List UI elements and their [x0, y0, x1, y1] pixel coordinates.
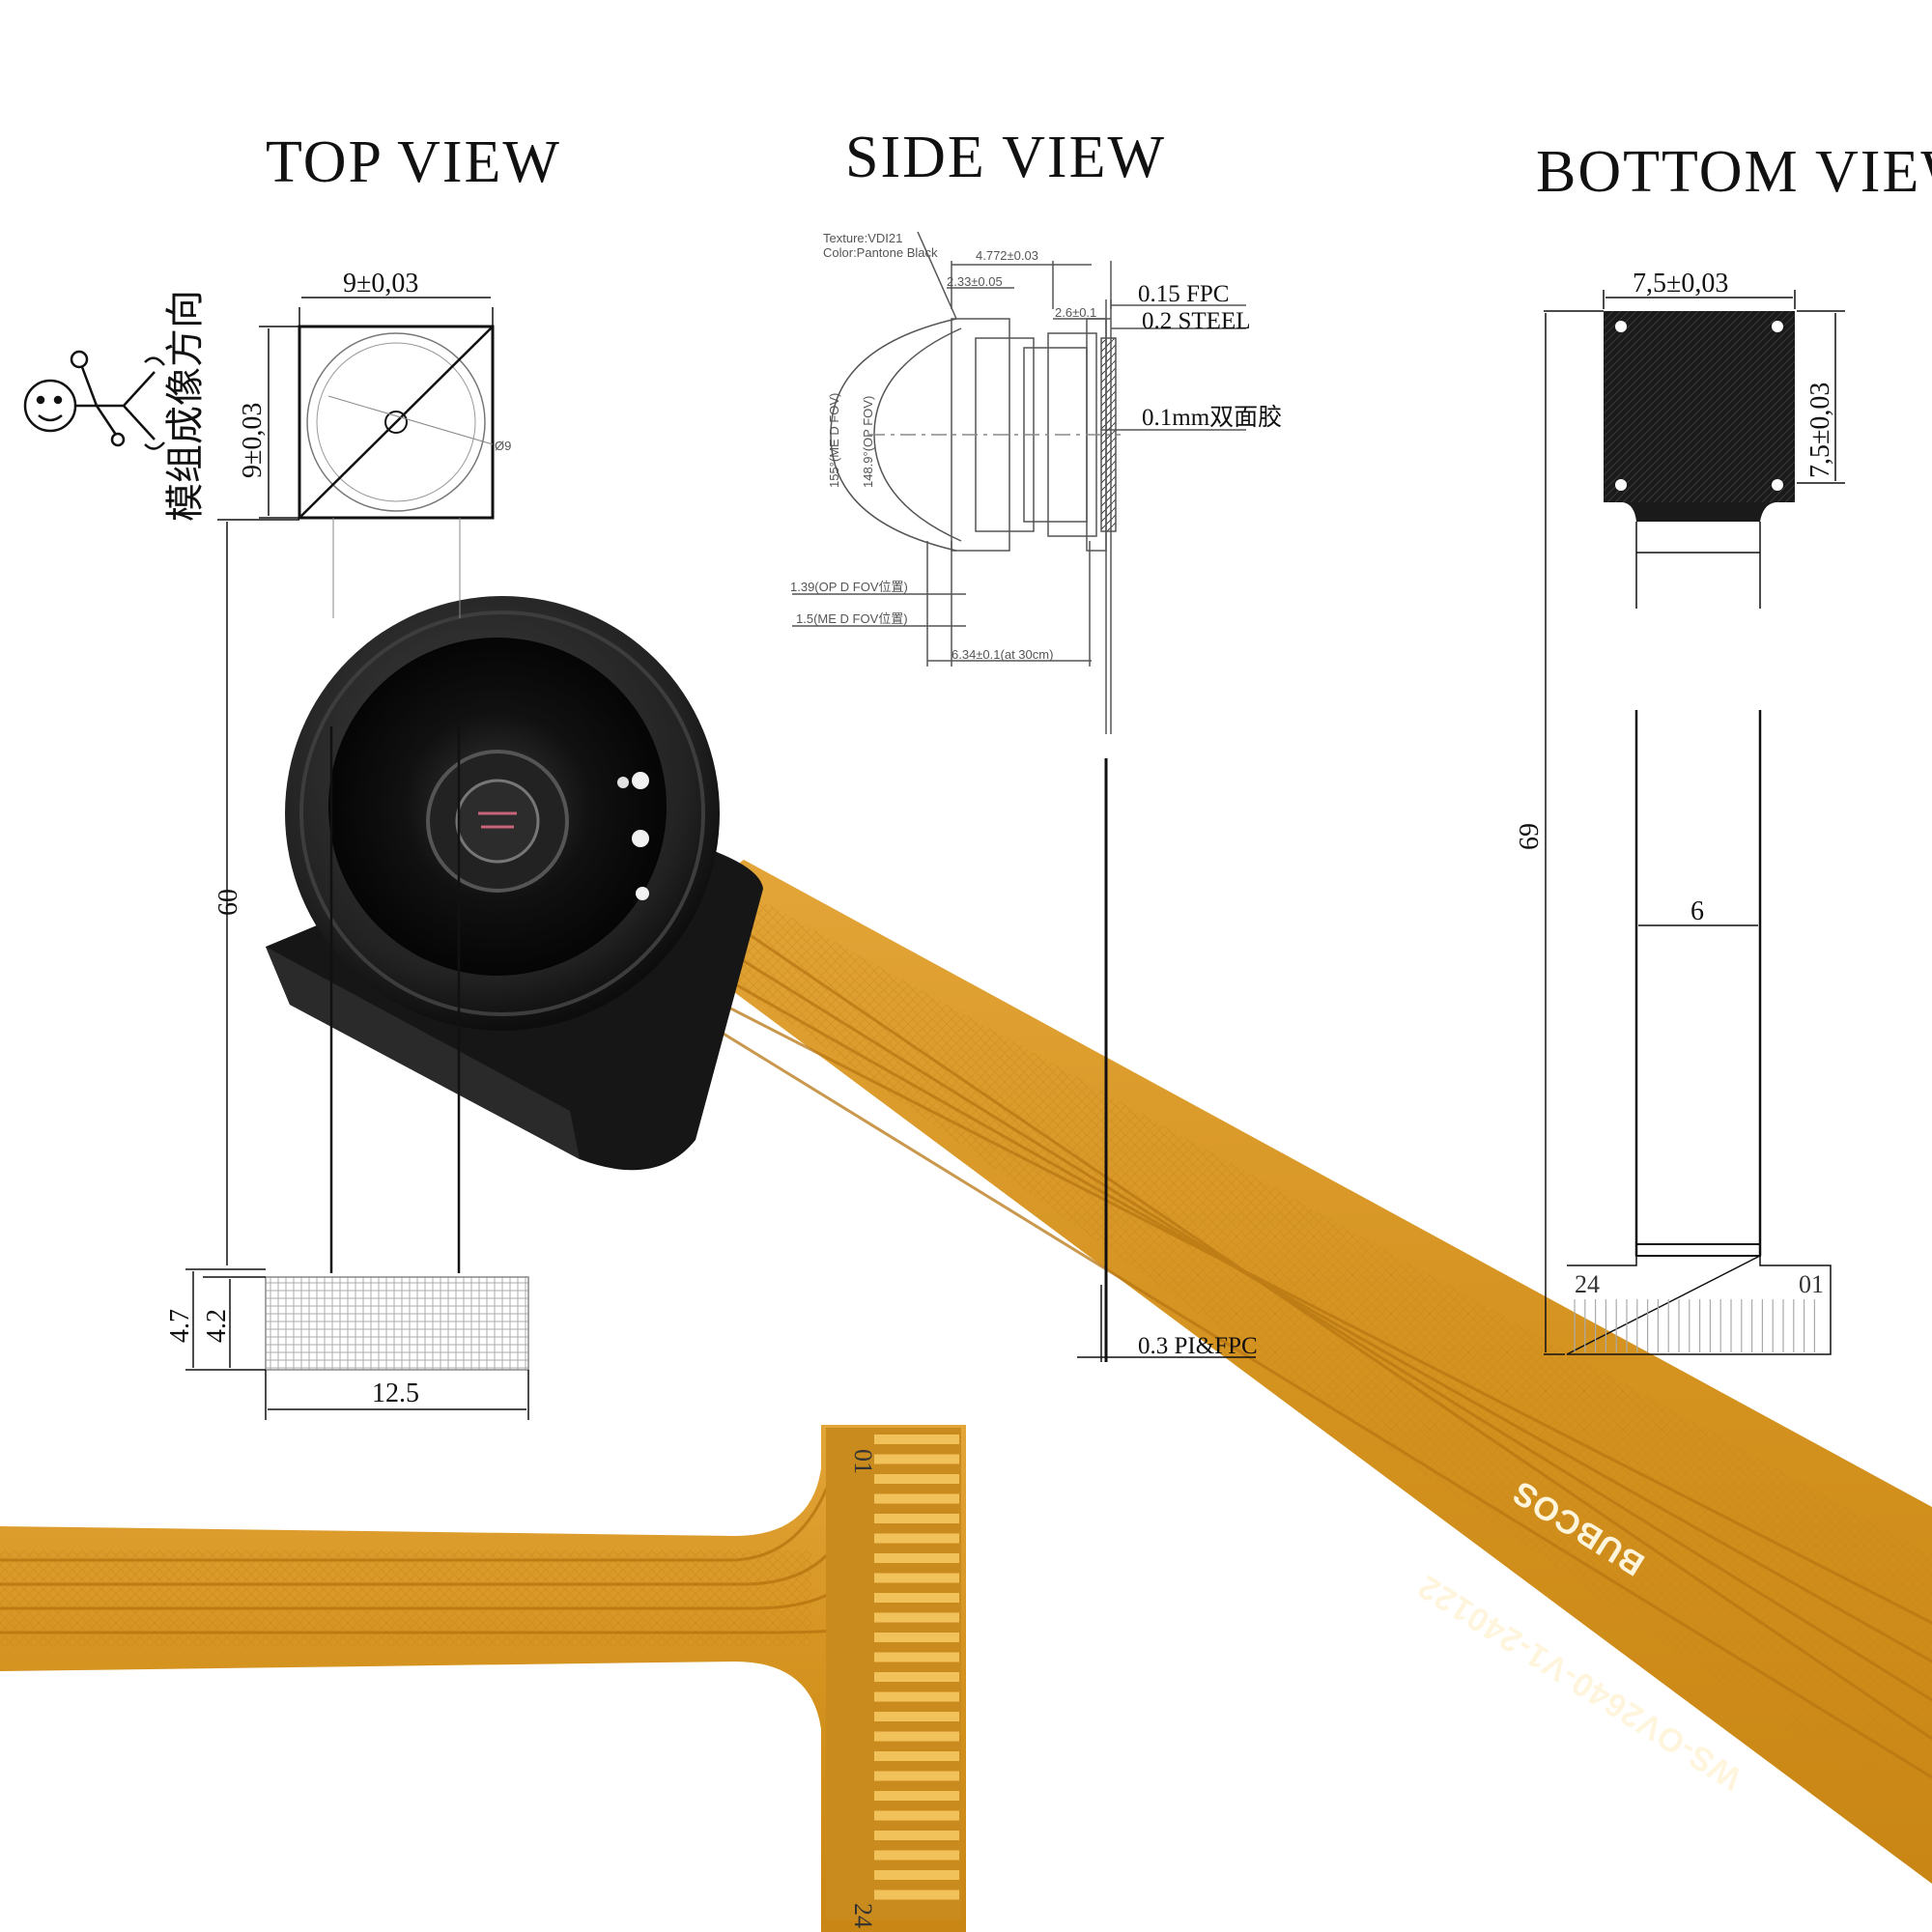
connector-pin: [874, 1533, 959, 1544]
top-length-dim: 60: [213, 889, 243, 916]
connector-pin: [874, 1612, 959, 1623]
top-view-title: TOP VIEW: [266, 129, 561, 195]
imaging-direction-label: 模组成像方向: [163, 290, 208, 522]
connector-h1-dim: 4.7: [165, 1309, 195, 1343]
connector-pin-01: 01: [849, 1449, 877, 1474]
bottom-view: BOTTOM VIEW: [1536, 139, 1932, 1355]
side-view: SIDE VIEW: [792, 125, 1256, 1362]
connector-pin: [874, 1771, 959, 1781]
connector-w-dim: 12.5: [372, 1378, 419, 1408]
connector-pin: [874, 1810, 959, 1821]
bottom-length-dim: 69: [1515, 823, 1545, 850]
connector-pin: [874, 1691, 959, 1702]
connector-pin: [874, 1791, 959, 1801]
connector-pin: [874, 1573, 959, 1583]
bottom-view-title: BOTTOM VIEW: [1536, 139, 1932, 205]
dim-15: 1.5(ME D FOV位置): [796, 611, 908, 626]
top-view: TOP VIEW: [185, 129, 561, 1420]
connector-pin: [874, 1672, 959, 1682]
pi-fpc-thickness: 0.3 PI&FPC: [1138, 1333, 1258, 1359]
photo-camera-module: [266, 596, 763, 1171]
steel-thickness: 0.2 STEEL: [1142, 308, 1251, 334]
connector-pin: [874, 1633, 959, 1642]
bottom-pin-01: 01: [1799, 1270, 1824, 1298]
flex-width-dim: 6: [1690, 896, 1704, 926]
color-note: Color:Pantone Black: [823, 245, 938, 260]
bottom-pin-24: 24: [1575, 1270, 1600, 1298]
connector-pin: [874, 1850, 959, 1861]
connector-pin: [874, 1553, 959, 1563]
dim-139: 1.39(OP D FOV位置): [790, 580, 908, 594]
connector-pin: [874, 1889, 959, 1900]
connector-pin: [874, 1593, 959, 1603]
connector-pin: [874, 1712, 959, 1721]
dim-233: 2.33±0.05: [947, 274, 1003, 289]
stick-figure-icon: [23, 350, 165, 450]
texture-note: Texture:VDI21: [823, 231, 902, 245]
dim-26: 2.6±0.1: [1055, 305, 1096, 320]
top-width-dim: 9±0,03: [343, 269, 418, 298]
bottom-view-dimensions: 7,5±0,03 7,5±0,03 69 6 24 01: [1515, 269, 1835, 1298]
fov-op: 148.9°(OP FOV): [861, 396, 875, 488]
top-height-dim: 9±0,03: [238, 403, 268, 478]
connector-pin: [874, 1514, 959, 1523]
top-view-dimensions: 9±0,03 9±0,03 Ø9 60 4.7 4.2 12.5 模组成像方向: [163, 269, 511, 1408]
connector-pin: [874, 1493, 959, 1504]
connector-pin: [874, 1731, 959, 1742]
side-view-dimensions: Texture:VDI21 Color:Pantone Black 4.772±…: [790, 231, 1282, 1359]
bottom-width-dim: 7,5±0,03: [1633, 269, 1728, 298]
adhesive-thickness: 0.1mm双面胶: [1142, 404, 1282, 431]
dim-4772: 4.772±0.03: [976, 248, 1038, 263]
photo-lower-fpc: 01 24: [0, 1425, 966, 1932]
dim-634: 6.34±0.1(at 30cm): [952, 647, 1053, 662]
connector-pin: [874, 1454, 959, 1464]
top-lens-dim: Ø9: [495, 439, 511, 453]
connector-pin: [874, 1435, 959, 1444]
connector-h2-dim: 4.2: [202, 1309, 232, 1343]
side-view-title: SIDE VIEW: [845, 125, 1166, 190]
fpc-thickness: 0.15 FPC: [1138, 281, 1229, 307]
connector-pin: [874, 1652, 959, 1662]
connector-pin: [874, 1751, 959, 1761]
connector-pin: [874, 1474, 959, 1484]
connector-pin: [874, 1831, 959, 1840]
connector-pin: [874, 1870, 959, 1880]
fov-me: 155°(ME D FOV): [827, 393, 841, 488]
connector-pin-24: 24: [849, 1903, 877, 1928]
connector-pins: [826, 1428, 961, 1920]
bottom-height-dim: 7,5±0,03: [1805, 383, 1835, 478]
